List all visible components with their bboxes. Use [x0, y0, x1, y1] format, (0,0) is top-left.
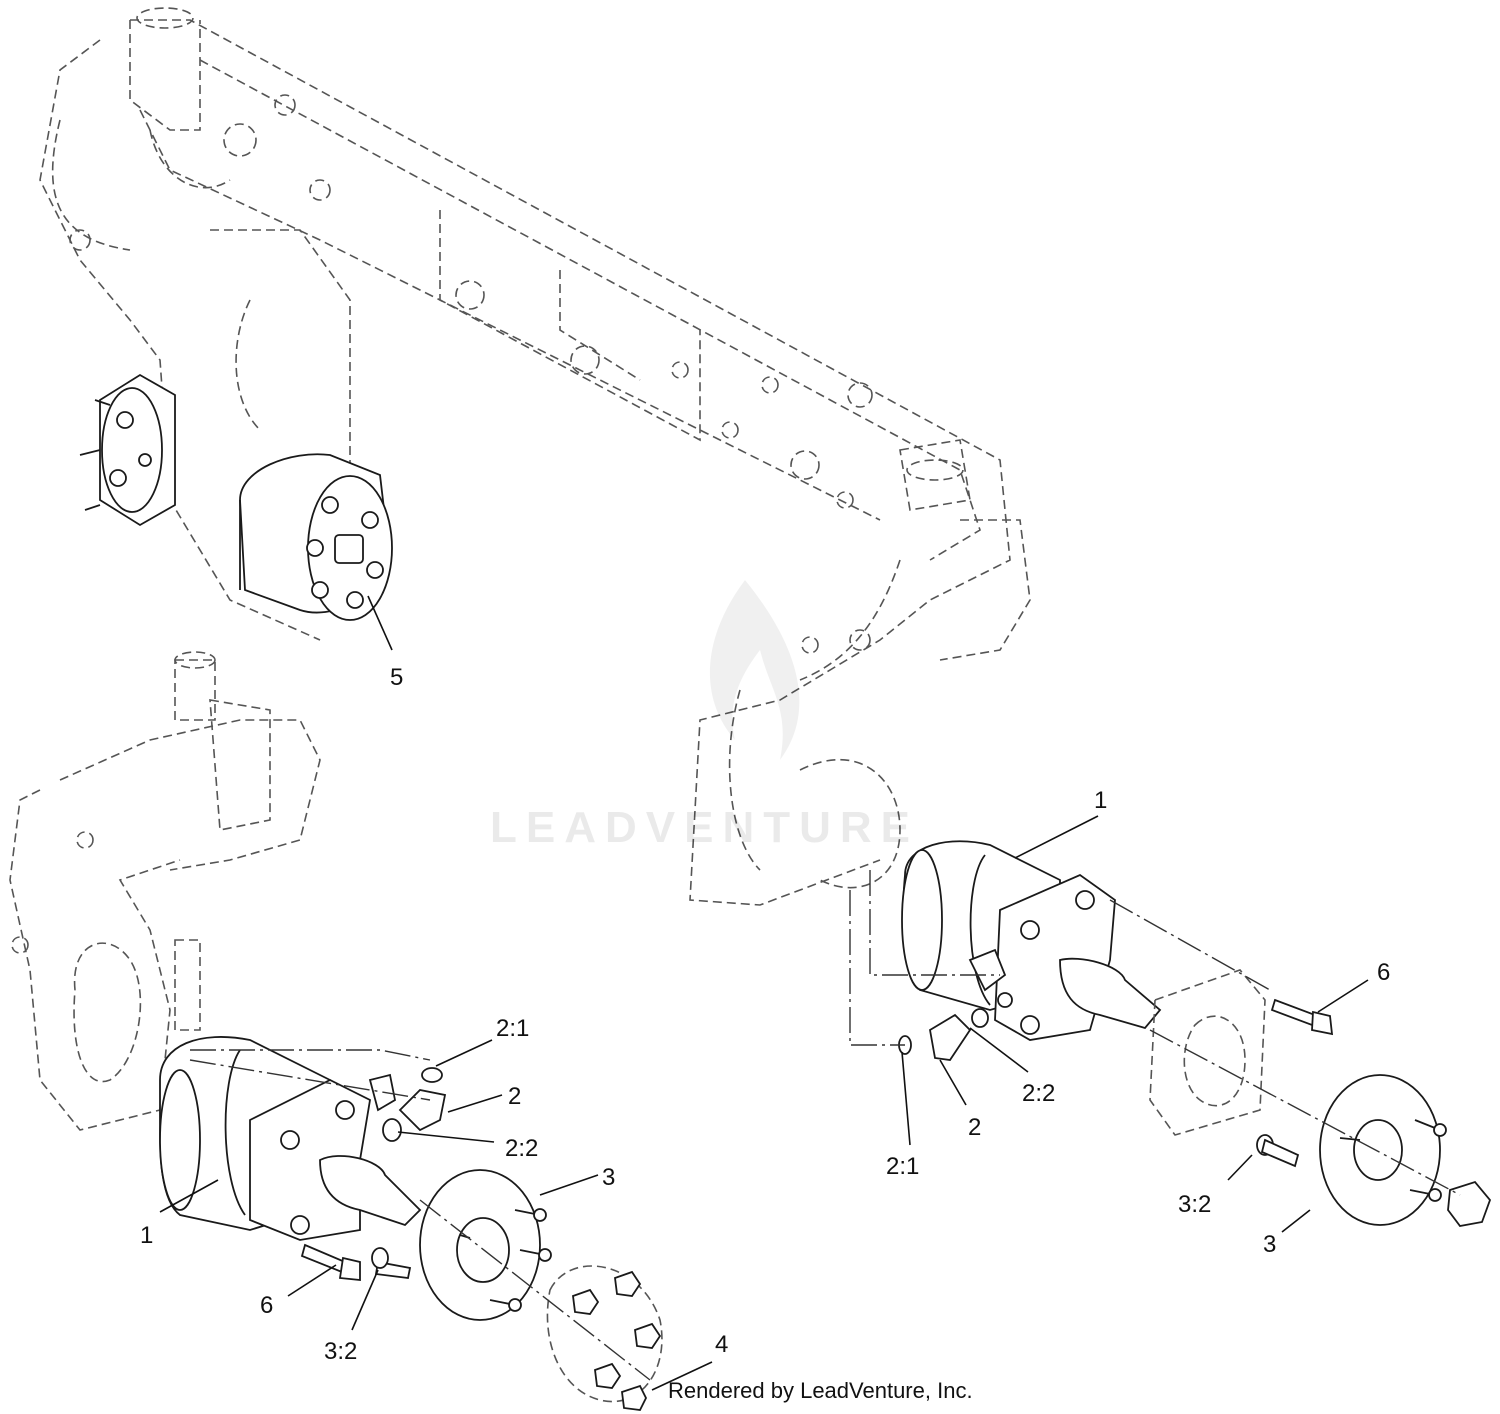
right-fittings	[898, 1008, 989, 1061]
right-elbow-fitting-2	[929, 1013, 972, 1061]
right-hub-nut-icon	[1447, 1180, 1492, 1227]
lug-nut-icon	[614, 1270, 642, 1297]
left-wheel-hub	[419, 1169, 552, 1321]
callout-3-left: 3	[602, 1164, 615, 1191]
left-wheel-plate	[546, 1265, 663, 1411]
callout-1-right: 1	[1094, 787, 1107, 814]
left-o-ring-2-2	[382, 1118, 402, 1142]
left-knuckle-outline	[9, 651, 321, 1131]
left-elbow-fitting-2	[398, 1089, 447, 1132]
callout-2-2-left: 2:2	[505, 1135, 538, 1162]
right-wheel-motor	[901, 840, 1162, 1041]
lug-nut-icon	[572, 1288, 600, 1315]
right-bolt-6	[1270, 998, 1334, 1036]
watermark-flame-icon	[709, 580, 800, 760]
axle-frame-outline	[39, 7, 1031, 906]
callout-2-1-left: 2:1	[496, 1015, 529, 1042]
callout-labels: 5 1 1 2:1 2 2:2 3 6 3:2 4 6 2:2 2 2:1 3:…	[140, 664, 1390, 1365]
callout-1-left: 1	[140, 1222, 153, 1249]
left-o-ring-2-1	[421, 1067, 443, 1083]
lug-nut-icon	[634, 1322, 662, 1349]
left-centerline	[189, 1049, 651, 1381]
callout-3-right: 3	[1263, 1231, 1276, 1258]
callout-2-1-right: 2:1	[886, 1153, 919, 1180]
watermark-text: LEADVENTURE	[490, 803, 919, 852]
left-bolts	[300, 1243, 412, 1281]
callout-4: 4	[715, 1331, 728, 1358]
right-mount-plate	[1149, 969, 1266, 1136]
right-o-ring-2-2	[971, 1008, 989, 1028]
lug-nut-icon	[621, 1384, 648, 1411]
callout-2-2-right: 2:2	[1022, 1080, 1055, 1107]
right-stud-3-2	[1256, 1134, 1300, 1168]
callout-2-left: 2	[508, 1083, 521, 1110]
callout-2-right: 2	[968, 1114, 981, 1141]
callout-6-left: 6	[260, 1292, 273, 1319]
right-wheel-hub	[1319, 1074, 1492, 1227]
left-bolt-6	[300, 1243, 347, 1274]
callout-3-2-left: 3:2	[324, 1338, 357, 1365]
leader-lines	[159, 595, 1369, 1391]
part-5-steering-unit	[79, 373, 393, 621]
lug-nut-icon	[594, 1362, 622, 1389]
left-fittings	[382, 1067, 447, 1142]
footer-credit: Rendered by LeadVenture, Inc.	[668, 1378, 973, 1403]
callout-5: 5	[390, 664, 403, 691]
callout-3-2-right: 3:2	[1178, 1191, 1211, 1218]
watermark: LEADVENTURE	[490, 580, 919, 852]
left-wheel-motor	[159, 1036, 422, 1241]
callout-6-right: 6	[1377, 959, 1390, 986]
